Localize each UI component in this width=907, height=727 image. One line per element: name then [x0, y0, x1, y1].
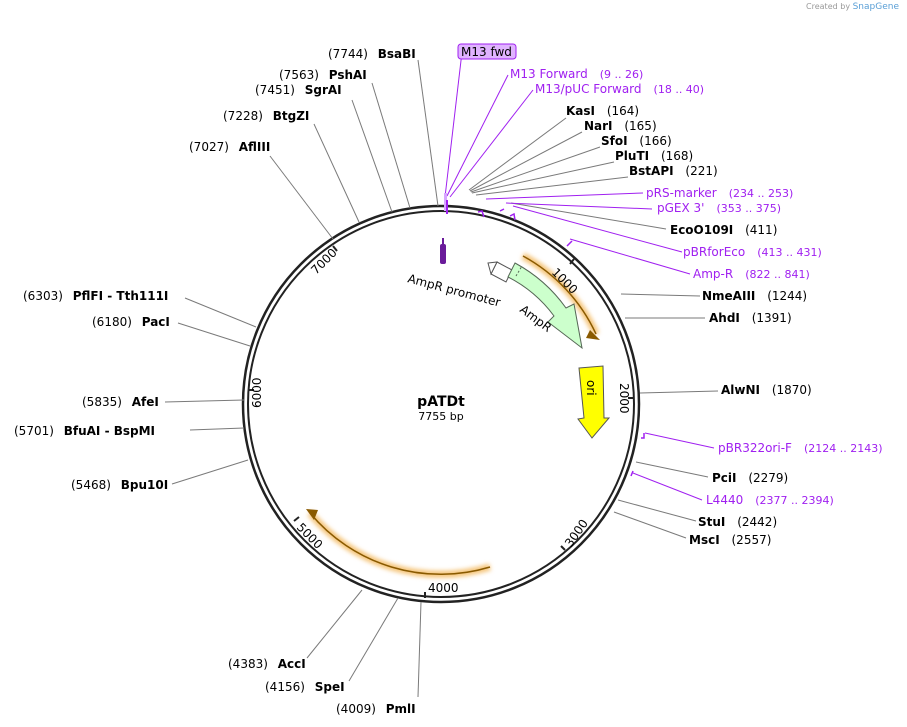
enzyme-pcii: PciI (2279) [712, 471, 788, 485]
enzyme-afei: (5835) AfeI [82, 395, 159, 409]
enzyme-ecoo109i: EcoO109I (411) [670, 223, 777, 237]
enzyme-pmli: (4009) PmlI [336, 702, 416, 716]
enzyme-bfuai-bspmi: (5701) BfuAI - BspMI [14, 424, 155, 438]
small-feature-bar [440, 244, 446, 264]
plasmid-name: pATDt [417, 394, 465, 410]
ori-feature-arrow [577, 365, 611, 439]
primer-m13-forward: M13 Forward(9 .. 26) [510, 67, 643, 81]
enzyme-pluti: PluTI (168) [615, 149, 693, 163]
enzyme-pflfi-tth111i: (6303) PflFI - Tth111I [23, 289, 168, 303]
enzyme-paci: (6180) PacI [92, 315, 170, 329]
ampr-inner-mark [515, 265, 523, 277]
tick-marks [248, 245, 634, 598]
tick-7000: 7000 [308, 246, 339, 277]
enzyme-bpu10i: (5468) Bpu10I [71, 478, 168, 492]
enzyme-stui: StuI (2442) [698, 515, 777, 529]
enzymes-right: KasI (164) NarI (165) SfoI (166) PluTI (… [566, 104, 812, 547]
primer-amp-r: Amp-R(822 .. 841) [693, 267, 810, 281]
tick-2000: 2000 [617, 383, 631, 414]
enzyme-bsabi: (7744) BsaBI [328, 47, 416, 61]
enzyme-alwni: AlwNI (1870) [721, 383, 812, 397]
primer-m13-fwd: M13 fwd [461, 45, 512, 59]
tick-3000: 3000 [562, 517, 591, 550]
enzyme-kasi: KasI (164) [566, 104, 639, 118]
ori-label: ori [584, 380, 598, 396]
enzyme-msci: MscI (2557) [689, 533, 771, 547]
enzyme-ahdi: AhdI (1391) [709, 311, 792, 325]
orf-glow-arcs [306, 252, 600, 578]
backbone [241, 204, 641, 604]
enzyme-afliii: (7027) AflIII [189, 140, 270, 154]
enzyme-nari: NarI (165) [584, 119, 657, 133]
enzyme-btgzi: (7228) BtgZI [223, 109, 309, 123]
snapgene-credit: Created by SnapGene [806, 2, 899, 12]
credit-prefix: Created by [806, 2, 851, 11]
primer-prs-marker: pRS-marker(234 .. 253) [646, 186, 793, 200]
enzyme-connectors [164, 59, 719, 698]
enzymes-left: (7744) BsaBI (7563) PshAI (7451) SgrAI (… [14, 47, 416, 716]
ampr-promoter-label: AmpR promoter [406, 271, 502, 309]
primer-pbrforeco: pBRforEco(413 .. 431) [683, 245, 822, 259]
tick-6000: 6000 [250, 377, 264, 408]
primer-pgex-3: pGEX 3'(353 .. 375) [657, 201, 781, 215]
enzyme-nmeaiii: NmeAIII (1244) [702, 289, 807, 303]
primer-labels: M13 fwd M13 Forward(9 .. 26) M13/pUC For… [457, 43, 883, 507]
primer-l4440: L4440(2377 .. 2394) [706, 493, 834, 507]
snapgene-brand: SnapGene [852, 2, 899, 12]
primer-connectors [444, 51, 715, 501]
m13-fwd-box [457, 43, 517, 60]
enzyme-acci: (4383) AccI [228, 657, 306, 671]
enzyme-bstapi: BstAPI (221) [629, 164, 718, 178]
tick-4000: 4000 [428, 581, 459, 595]
enzyme-sgrai: (7451) SgrAI [255, 83, 342, 97]
plasmid-length: 7755 bp [418, 410, 463, 423]
enzyme-pshai: (7563) PshAI [279, 68, 367, 82]
enzyme-sfoi: SfoI (166) [601, 134, 672, 148]
primer-m13-puc-forward: M13/pUC Forward(18 .. 40) [535, 82, 704, 96]
ampr-promoter-head [487, 261, 498, 276]
enzyme-spei: (4156) SpeI [265, 680, 345, 694]
primer-pbr322ori-f: pBR322ori-F(2124 .. 2143) [718, 441, 883, 455]
ampr-feature-arrow [507, 262, 583, 350]
primer-marks [444, 193, 645, 477]
